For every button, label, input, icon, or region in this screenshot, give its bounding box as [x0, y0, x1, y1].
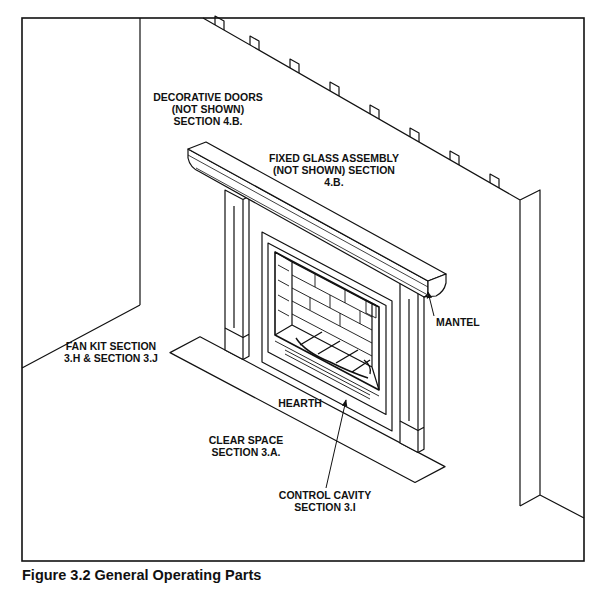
figure-caption: Figure 3.2 General Operating Parts	[22, 567, 261, 584]
pilot-bracket	[366, 300, 376, 318]
mantel-front	[188, 149, 428, 297]
part-label: MANTEL	[436, 316, 506, 328]
part-label: CLEAR SPACE SECTION 3.A.	[203, 434, 289, 458]
firebox-walls	[275, 252, 379, 390]
mantel-leader	[428, 292, 434, 316]
part-label: DECORATIVE DOORS (NOT SHOWN) SECTION 4.B…	[150, 91, 266, 127]
part-label: HEARTH	[265, 397, 335, 409]
figure-frame	[22, 18, 584, 561]
mantel-top	[188, 142, 446, 281]
mantel-end	[424, 274, 446, 297]
firebox-opening	[275, 252, 379, 390]
log-grate	[296, 332, 370, 378]
right-pilaster-detail	[400, 289, 424, 452]
left-wall	[22, 18, 140, 368]
part-label: FIXED GLASS ASSEMBLY (NOT SHOWN) SECTION…	[264, 152, 404, 188]
firebrick-pattern	[278, 265, 372, 356]
control-louver	[275, 341, 379, 399]
control-cavity-leader	[326, 400, 346, 488]
part-label: FAN KIT SECTION 3.H & SECTION 3.J	[61, 340, 161, 364]
left-pilaster-detail	[225, 196, 249, 359]
part-label: CONTROL CAVITY SECTION 3.I	[273, 489, 377, 513]
